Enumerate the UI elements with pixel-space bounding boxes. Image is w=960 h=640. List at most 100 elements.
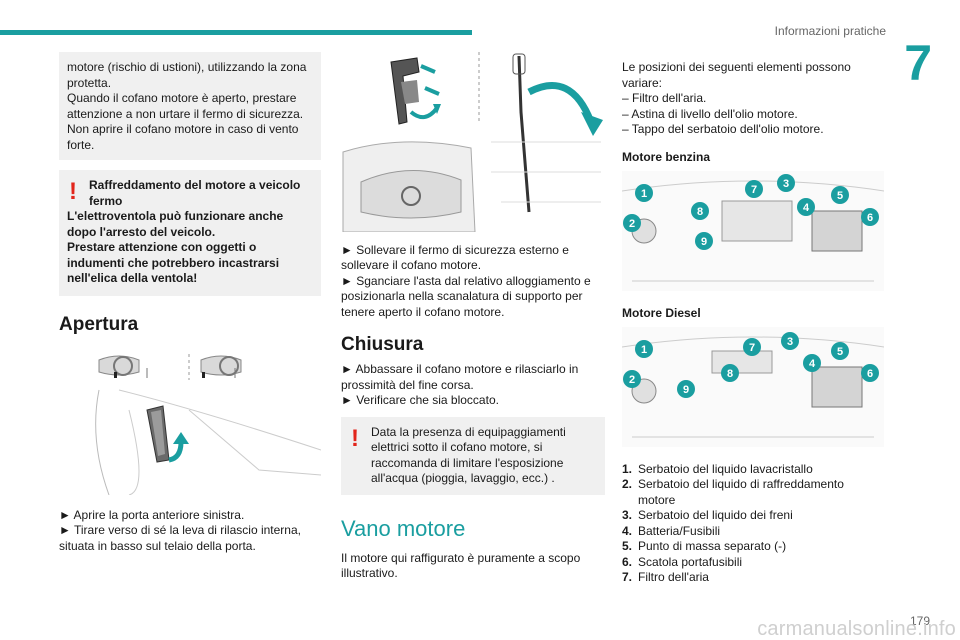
note-line: Quando il cofano motore è aperto, presta… [67, 91, 304, 121]
watermark: carmanualsonline.info [757, 618, 956, 640]
petrol-engine-diagram: 1 2 3 4 5 6 7 8 9 [621, 171, 885, 291]
callout-badge [831, 186, 849, 204]
warning-line: Prestare attenzione con oggetti o indume… [67, 240, 280, 285]
list-number: 1. [622, 461, 633, 476]
callout-number: 6 [867, 212, 873, 224]
list-label: Scatola portafusibili [638, 554, 743, 569]
list-label: Punto di massa separato (-) [638, 539, 787, 553]
callout-badge [745, 180, 763, 198]
step-text: ► Verificare che sia bloccato. [341, 393, 499, 407]
list-item: 4. Batteria/Fusibili [622, 524, 884, 540]
callout-badge [743, 338, 761, 356]
warning-title: Raffreddamento del motore a veicolo ferm… [89, 178, 301, 208]
step-text: ► Aprire la porta anteriore sinistra. [59, 507, 245, 522]
callout-number: 6 [867, 368, 873, 380]
column-right: Le posizioni dei seguenti elementi posso… [621, 60, 885, 586]
page-number: 179 [909, 614, 930, 628]
callout-number: 5 [837, 190, 843, 202]
callout-number: 3 [787, 336, 793, 348]
callout-number: 2 [629, 374, 635, 386]
list-item: 5. Punto di massa separato (-) [622, 539, 884, 555]
step-text: ► Abbassare il cofano motore e rilasciar… [341, 362, 579, 392]
callout-number: 4 [803, 202, 810, 214]
callout-number: 1 [641, 188, 647, 200]
list-number: 4. [622, 523, 633, 538]
list-item: 2. Serbatoio del liquido di raffreddament… [622, 477, 884, 508]
callout-badge [691, 202, 709, 220]
callout-number: 4 [809, 358, 816, 370]
callout-number: 9 [683, 384, 689, 396]
callout-number: 2 [629, 218, 635, 230]
callout-badge [803, 354, 821, 372]
callout-badge [623, 370, 641, 388]
hood-prop-illustration [341, 52, 605, 233]
step-text: ► Tirare verso di sé la leva di rilascio… [59, 523, 301, 553]
list-label: Batteria/Fusibili [638, 523, 721, 538]
callout-badge [781, 332, 799, 350]
list-label: Filtro dell'aria [638, 570, 709, 584]
warning-line: Data la presenza di equipaggiamenti elet… [371, 424, 566, 486]
step-text: ► Sganciare l'asta dal relativo alloggia… [341, 273, 591, 319]
callout-badge [861, 208, 879, 226]
list-number: 7. [622, 570, 633, 584]
petrol-engine-heading: Motore benzina [622, 149, 711, 164]
warning-box: ! Raffreddamento del motore a veicolo fe… [59, 170, 321, 296]
chapter-number: 7 [904, 35, 932, 91]
callout-number: 5 [837, 346, 843, 358]
warning-icon: ! [69, 178, 77, 205]
callout-badge [831, 342, 849, 360]
section-heading-apertura: Apertura [59, 314, 139, 335]
petrol-callouts: 1 2 3 4 5 6 7 8 9 [623, 174, 879, 250]
variant-item: – Filtro dell'aria. [622, 91, 707, 105]
diesel-callouts: 1 2 3 4 5 6 7 8 9 [623, 332, 879, 398]
callout-number: 8 [727, 368, 733, 380]
list-number: 2. [622, 477, 633, 491]
list-number: 3. [622, 508, 633, 522]
warning-box: ! Data la presenza di equipaggiamenti el… [341, 416, 605, 495]
list-item: 6. Scatola portafusibili [622, 555, 884, 571]
list-item: 1. Serbatoio del liquido lavacristallo [622, 462, 884, 478]
list-label: Serbatoio del liquido dei freni [638, 508, 793, 522]
list-number: 6. [622, 554, 633, 569]
callout-badge [635, 184, 653, 202]
callout-badge [695, 232, 713, 250]
list-number: 5. [622, 539, 633, 553]
diesel-engine-heading: Motore Diesel [622, 305, 701, 320]
step-text: ► Sollevare il fermo di sicurezza estern… [341, 242, 569, 273]
callout-number: 1 [641, 344, 647, 356]
callout-badge [861, 364, 879, 382]
callout-number: 7 [749, 342, 755, 354]
callout-number: 7 [751, 184, 757, 196]
column-middle: ► Sollevare il fermo di sicurezza estern… [341, 52, 605, 582]
callout-badge [797, 198, 815, 216]
diesel-engine-diagram: 1 2 3 4 5 6 7 8 9 [621, 327, 885, 447]
section-heading-vano-motore: Vano motore [341, 515, 466, 541]
section-heading-chiusura: Chiusura [341, 334, 424, 355]
list-item: 7. Filtro dell'aria [622, 570, 884, 586]
list-label: Serbatoio del liquido di raffreddamento … [638, 477, 844, 507]
callout-number: 3 [783, 178, 789, 190]
warning-line: L'elettroventola può funzionare anche do… [67, 209, 284, 239]
callout-badge [777, 174, 795, 192]
callout-badge [623, 214, 641, 232]
section-title: Informazioni pratiche [774, 24, 886, 38]
intro-text: Le posizioni dei seguenti elementi posso… [622, 60, 851, 90]
callout-badge [721, 364, 739, 382]
component-list: 1. Serbatoio del liquido lavacristallo 2.… [622, 462, 884, 586]
callout-number: 8 [697, 206, 703, 218]
column-left: motore (rischio di ustioni), utilizzando… [59, 52, 322, 554]
callout-number: 9 [701, 236, 707, 248]
list-label: Serbatoio del liquido lavacristallo [638, 461, 813, 476]
note-line: Non aprire il cofano motore in caso di v… [67, 122, 299, 152]
header-accent-bar [0, 30, 472, 35]
engine-note: Il motore qui raffigurato è puramente a … [341, 550, 581, 581]
variant-item: – Tappo del serbatoio dell'olio motore. [622, 122, 824, 136]
variant-item: – Astina di livello dell'olio motore. [622, 106, 798, 121]
callout-badge [677, 380, 695, 398]
warning-icon: ! [351, 424, 359, 452]
hood-release-illustration [59, 350, 322, 496]
note-box: motore (rischio di ustioni), utilizzando… [59, 52, 321, 160]
list-item: 3. Serbatoio del liquido dei freni [622, 508, 884, 524]
callout-badge [635, 340, 653, 358]
note-line: motore (rischio di ustioni), utilizzando… [67, 60, 307, 90]
